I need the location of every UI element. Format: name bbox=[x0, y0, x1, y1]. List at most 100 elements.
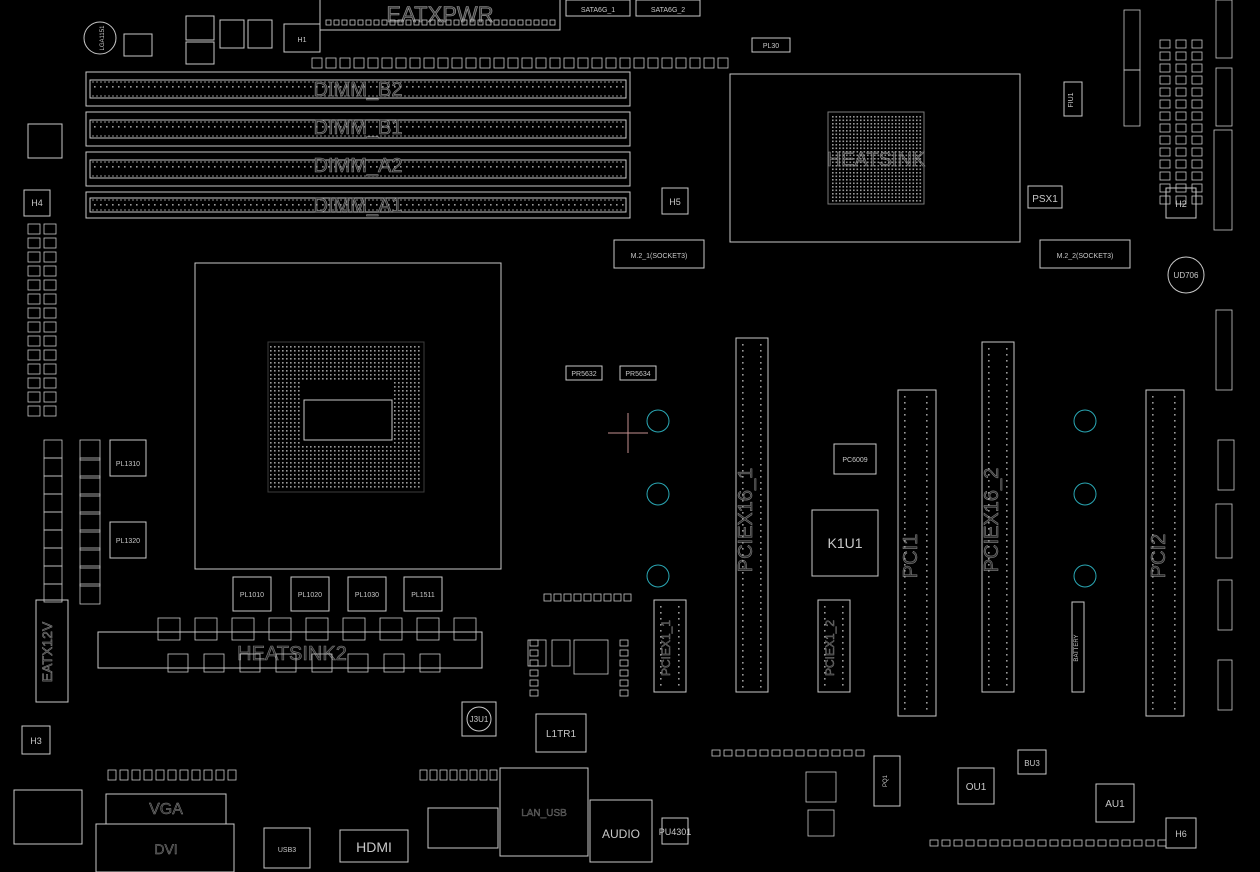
slot-pin bbox=[926, 450, 928, 452]
dimm-pin bbox=[262, 204, 264, 206]
chipset-ball bbox=[877, 182, 880, 185]
slot-pin bbox=[926, 396, 928, 398]
cpu-ball bbox=[402, 438, 404, 440]
ud706-label: UD706 bbox=[1174, 271, 1199, 280]
dimm-pin bbox=[118, 86, 120, 88]
cpu-ball bbox=[402, 370, 404, 372]
cpu-ball bbox=[350, 470, 352, 472]
dimm-pin bbox=[610, 166, 612, 168]
cpu-ball bbox=[414, 390, 416, 392]
cpu-ball bbox=[410, 386, 412, 388]
chipset-ball bbox=[842, 130, 845, 132]
bottom-smd bbox=[831, 749, 841, 757]
chipset-ball bbox=[912, 189, 915, 192]
slot-pin bbox=[904, 462, 906, 464]
cpu-ball bbox=[338, 470, 340, 472]
smd-pad bbox=[535, 57, 547, 69]
slot-pin bbox=[742, 536, 744, 538]
right-smd bbox=[1175, 75, 1187, 85]
cpu-ball bbox=[294, 362, 296, 364]
chipset-ball bbox=[835, 179, 838, 181]
slot-pin bbox=[842, 630, 844, 632]
slot-pin bbox=[1152, 540, 1154, 542]
dimm-pin bbox=[592, 126, 594, 128]
sata-connectors[interactable]: SATA6G_1 SATA6G_2 bbox=[565, 0, 701, 17]
cpu-socket[interactable] bbox=[194, 262, 502, 570]
m2-sockets[interactable]: M.2_1(SOCKET3) M.2_2(SOCKET3) bbox=[613, 239, 1131, 269]
cpu-ball bbox=[402, 418, 404, 420]
cpu-ball bbox=[322, 474, 324, 476]
expansion-slots[interactable]: PCIEX16_1 PCI1 PCIEX16_2 PCI2 PCIEX1_1 P… bbox=[653, 337, 1185, 717]
cpu-ball bbox=[310, 354, 312, 356]
cpu-ball bbox=[314, 362, 316, 364]
cpu-ball bbox=[406, 402, 408, 404]
cpu-ball bbox=[354, 362, 356, 364]
eatx12v-connector[interactable]: EATX12V bbox=[35, 599, 69, 703]
chipset-ball bbox=[919, 151, 922, 153]
cpu-ball bbox=[278, 430, 280, 432]
dimm-pin bbox=[418, 204, 420, 206]
bottom-smd bbox=[1013, 839, 1023, 847]
chipset-ball bbox=[839, 182, 841, 185]
chipset-ball bbox=[919, 144, 922, 146]
cpu-ball bbox=[414, 446, 416, 448]
chipset-ball bbox=[912, 182, 915, 185]
bottom-smd bbox=[783, 749, 793, 757]
cpu-ball bbox=[418, 458, 420, 460]
cpu-ball bbox=[398, 450, 400, 452]
cpu-ball bbox=[326, 486, 328, 488]
pr5632-label: PR5632 bbox=[571, 371, 596, 378]
cpu-ball bbox=[274, 390, 276, 392]
cpu-ball bbox=[406, 398, 408, 400]
cpu-ball bbox=[294, 394, 296, 396]
dimm-pin bbox=[124, 126, 126, 128]
rear-io-ports[interactable]: VGA DVI USB3 HDMI LAN_USB AUDIO bbox=[13, 767, 653, 872]
slot-pin bbox=[904, 582, 906, 584]
dimm-pin bbox=[574, 204, 576, 206]
cpu-ball bbox=[274, 486, 276, 488]
chipset-ball bbox=[842, 144, 845, 146]
cpu-ball bbox=[290, 466, 292, 468]
cpu-ball bbox=[278, 458, 280, 460]
chipset-ball bbox=[846, 172, 848, 174]
slot-pin bbox=[742, 440, 744, 442]
chipset-ball bbox=[839, 172, 841, 174]
cpu-ball bbox=[394, 370, 396, 372]
cpu-ball bbox=[274, 386, 276, 388]
chipset-ball bbox=[877, 137, 880, 139]
dimm-slots[interactable]: DIMM_B2 DIMM_B1 DIMM_A2 DIMM_A1 bbox=[85, 71, 631, 219]
chipset-ball bbox=[909, 161, 911, 164]
left-smd bbox=[43, 237, 57, 249]
bottom-chips: PQ1 OU1 BU3 AU1 bbox=[873, 749, 1135, 823]
chipset-ball bbox=[835, 161, 838, 164]
cpu-ball bbox=[406, 442, 408, 444]
chipset-ball bbox=[884, 175, 887, 178]
chipset-ball bbox=[902, 200, 904, 202]
slot-pin bbox=[760, 518, 762, 520]
cpu-ball bbox=[282, 418, 284, 420]
cpu-ball bbox=[418, 394, 420, 396]
dimm-pin bbox=[490, 126, 492, 128]
cpu-ball bbox=[298, 442, 300, 444]
slot-pin bbox=[926, 558, 928, 560]
smd-pad bbox=[395, 57, 407, 69]
cpu-ball bbox=[418, 446, 420, 448]
slot-pin bbox=[926, 684, 928, 686]
slot-pin bbox=[926, 486, 928, 488]
eatxpwr-connector[interactable]: EATXPWR bbox=[319, 0, 561, 31]
pl30-label: PL30 bbox=[763, 43, 779, 50]
cpu-ball bbox=[366, 458, 368, 460]
left-smd bbox=[43, 335, 57, 347]
dimm-pin bbox=[250, 204, 252, 206]
cpu-ball bbox=[274, 478, 276, 480]
cpu-ball bbox=[298, 346, 300, 348]
cpu-ball bbox=[414, 374, 416, 376]
smd-pad bbox=[325, 57, 337, 69]
chipset-ball bbox=[839, 189, 841, 192]
chipset-ball bbox=[860, 130, 862, 132]
dimm-pin bbox=[274, 204, 276, 206]
slot-pin bbox=[660, 624, 662, 626]
chipset-ball bbox=[846, 196, 848, 199]
chipset-ball bbox=[867, 168, 869, 171]
cpu-ball bbox=[282, 450, 284, 452]
